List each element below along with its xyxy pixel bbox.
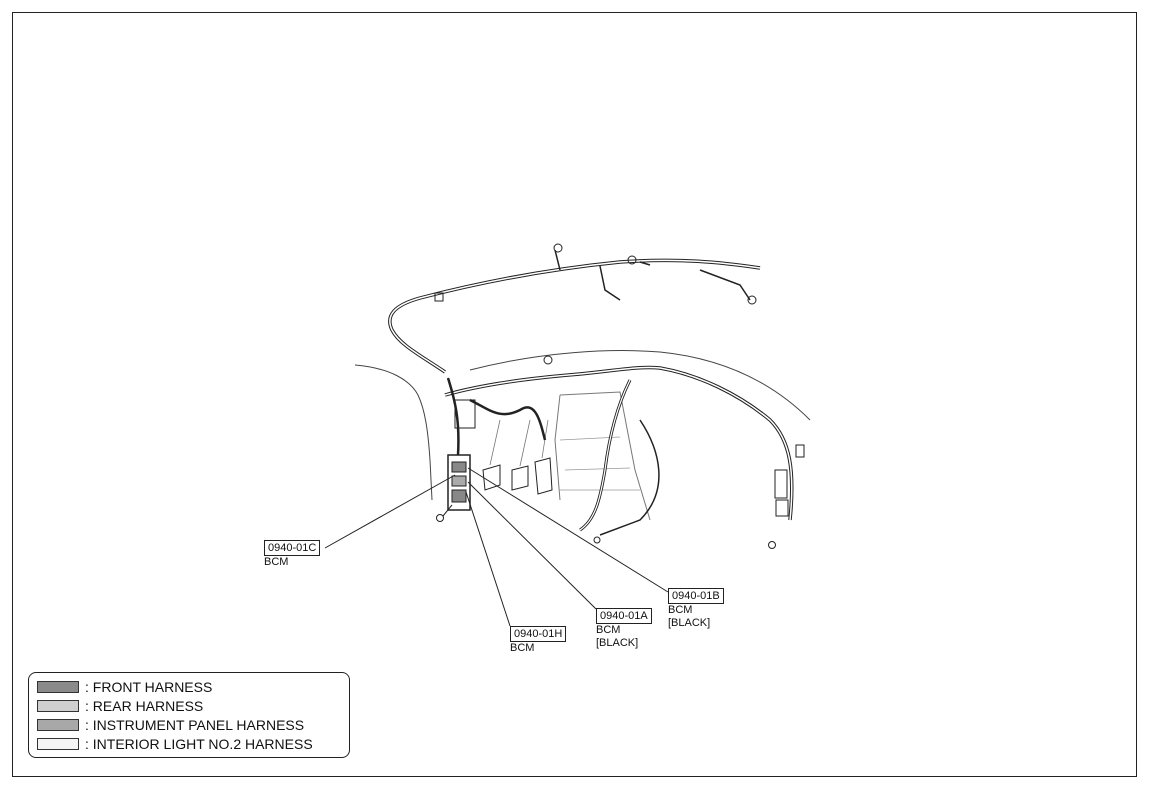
roof-connector-3 [747, 295, 757, 305]
leader-0940-01a [467, 481, 597, 610]
legend-item-instrument-panel: : INSTRUMENT PANEL HARNESS [37, 715, 349, 734]
dash-outline [354, 364, 433, 501]
connector-code: 0940-01H [510, 626, 567, 642]
bcm-connector-c [451, 489, 467, 503]
pedal-arms [489, 419, 549, 467]
ip-harness-inner [444, 366, 793, 521]
drawing-frame [12, 12, 1137, 777]
pedal-1 [482, 464, 501, 491]
roof-connector-4 [434, 292, 444, 302]
legend-item-rear: : REAR HARNESS [37, 696, 349, 715]
pillar-harness [446, 377, 547, 456]
pedal-3 [534, 457, 553, 495]
legend-label: : INTERIOR LIGHT NO.2 HARNESS [85, 735, 313, 752]
ip-connector-3 [768, 541, 776, 549]
connector-color: [BLACK] [596, 637, 639, 649]
connector-label: BCM [264, 556, 289, 568]
bcm-connector-b [451, 475, 467, 487]
callout-0940-01c: 0940-01C BCM [264, 540, 321, 569]
pillar-junction [454, 399, 476, 429]
roof-connector-1 [553, 243, 563, 253]
leader-0940-01h [465, 491, 511, 627]
callout-0940-01h: 0940-01H BCM [510, 626, 567, 655]
console-lines [559, 436, 640, 491]
callout-0940-01a: 0940-01A BCM [BLACK] [596, 608, 652, 650]
pedal-2 [511, 465, 529, 491]
roof-connector-2 [627, 255, 637, 265]
connector-code: 0940-01A [596, 608, 652, 624]
harness-legend: : FRONT HARNESS : REAR HARNESS : INSTRUM… [28, 672, 350, 758]
roof-branch-1 [554, 249, 751, 301]
connector-label: BCM [596, 624, 621, 636]
legend-swatch [37, 699, 79, 712]
console [554, 391, 651, 521]
legend-swatch [37, 680, 79, 693]
roof-harness [388, 258, 761, 374]
ip-connector-right-3 [795, 444, 805, 458]
legend-item-interior-light: : INTERIOR LIGHT NO.2 HARNESS [37, 734, 349, 753]
dash-top [469, 350, 811, 421]
callout-0940-01b: 0940-01B BCM [BLACK] [668, 588, 724, 630]
legend-swatch [37, 737, 79, 750]
connector-label: BCM [510, 642, 535, 654]
legend-item-front: : FRONT HARNESS [37, 677, 349, 696]
ip-branch-loop-inner [579, 379, 631, 531]
legend-label: : INSTRUMENT PANEL HARNESS [85, 716, 305, 733]
roof-harness-inner [389, 259, 761, 373]
leader-0940-01c [324, 474, 456, 549]
legend-swatch [37, 718, 79, 731]
pillar-ground [436, 514, 444, 522]
ip-connector-1 [543, 355, 553, 365]
ip-harness [444, 365, 794, 521]
connector-label: BCM [668, 604, 693, 616]
connector-color: [BLACK] [668, 617, 711, 629]
connector-code: 0940-01B [668, 588, 724, 604]
legend-label: : FRONT HARNESS [85, 678, 213, 695]
ip-connector-right-2 [775, 499, 789, 517]
bcm-connector-a [451, 461, 467, 473]
ip-connector-2 [593, 536, 601, 544]
leader-0940-01b [467, 467, 669, 593]
ip-connector-right-1 [774, 469, 788, 499]
connector-code: 0940-01C [264, 540, 321, 556]
pillar-ground-wire [442, 504, 453, 517]
legend-label: : REAR HARNESS [85, 697, 204, 714]
ip-branch-right [599, 419, 660, 536]
